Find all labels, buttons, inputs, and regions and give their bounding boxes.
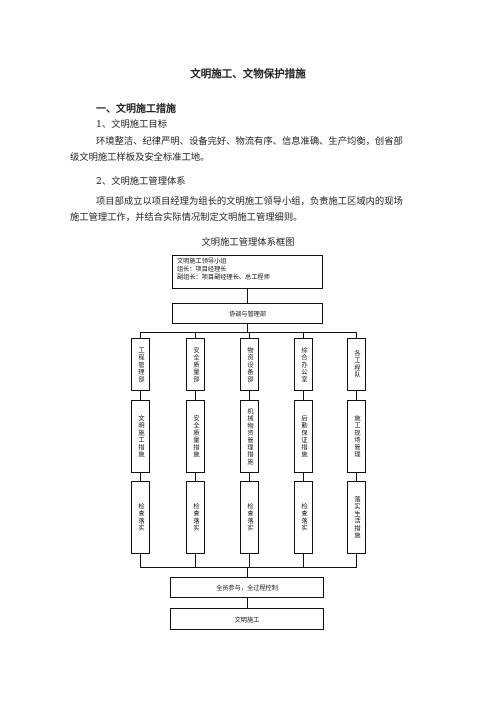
paragraph-2-line-2: 施工管理工作，并结合实际情况制定文明施工管理细则。 <box>70 212 303 223</box>
check-box: 检查落实 <box>186 481 205 554</box>
check-label: 检查落实 <box>137 503 144 532</box>
dept-label: 各工程队 <box>353 350 360 379</box>
connector <box>140 332 141 338</box>
connector <box>249 473 250 481</box>
section-heading-1: 一、文明施工措施 <box>96 104 176 115</box>
connector <box>140 554 141 567</box>
connector <box>303 391 304 400</box>
connector <box>195 391 196 400</box>
leader-head: 组长：项目经理长 <box>177 266 227 273</box>
connector <box>195 554 196 567</box>
connector <box>303 473 304 481</box>
measure-label: 文明施工措施 <box>137 414 144 459</box>
result-label: 文明施工 <box>234 616 260 624</box>
connector <box>249 554 250 567</box>
connector <box>140 473 141 481</box>
check-label: 检查落实 <box>192 503 199 532</box>
check-label: 落实生活措施 <box>353 495 360 540</box>
connector <box>140 567 357 568</box>
paragraph-1-line-2: 级文明施工样板及安全标准工地。 <box>70 152 210 163</box>
coordination-box: 协调与管理部 <box>172 303 323 324</box>
connector <box>356 391 357 400</box>
dept-box: 各工程队 <box>347 338 366 391</box>
dept-box: 安全质量部 <box>186 338 205 391</box>
check-box: 检查落实 <box>240 481 259 554</box>
dept-box: 工程管理部 <box>131 338 150 391</box>
measure-label: 机械物资管理措施 <box>246 407 253 466</box>
dept-label: 工程管理部 <box>137 346 144 383</box>
result-box: 文明施工 <box>170 608 324 630</box>
item-heading-1: 1、文明施工目标 <box>96 119 167 130</box>
connector <box>247 324 248 332</box>
connector <box>303 332 304 338</box>
check-box: 落实生活措施 <box>347 481 366 554</box>
leader-deputy: 副组长：项目副经理长、总工程师 <box>177 274 270 281</box>
check-box: 检查落实 <box>294 481 313 554</box>
measure-box: 文明施工措施 <box>131 400 150 473</box>
item-heading-2: 2、文明施工管理体系 <box>96 176 186 187</box>
leader-box: 文明施工领导小组 组长：项目经理长 副组长：项目副经理长、总工程师 <box>172 255 323 289</box>
paragraph-1-line-1: 环境整洁、纪律严明、设备完好、物流有序、信息准确、生产均衡，创省部 <box>96 136 403 147</box>
measure-box: 施工现场管理 <box>347 400 366 473</box>
coordination-label: 协调与管理部 <box>228 311 267 318</box>
connector <box>247 567 248 577</box>
connector <box>195 473 196 481</box>
document-title: 文明施工、文物保护措施 <box>190 68 306 80</box>
measure-box: 机械物资管理措施 <box>240 400 259 473</box>
check-label: 检查落实 <box>246 503 253 532</box>
all-staff-box: 全员参与，全过程控制 <box>170 577 324 598</box>
paragraph-2-line-1: 项目部成立以项目经理为组长的文明施工领导小组，负责施工区域内的现场 <box>96 196 403 207</box>
all-staff-label: 全员参与，全过程控制 <box>216 585 278 592</box>
connector <box>303 554 304 567</box>
connector <box>356 554 357 567</box>
measure-box: 后勤保证措施 <box>294 400 313 473</box>
connector <box>195 332 196 338</box>
check-box: 检查落实 <box>131 481 150 554</box>
dept-label: 安全质量部 <box>192 346 199 383</box>
dept-box: 物资设备部 <box>240 338 259 391</box>
leader-title: 文明施工领导小组 <box>177 258 227 265</box>
connector <box>249 332 250 338</box>
connector <box>356 473 357 481</box>
connector <box>140 332 357 333</box>
measure-label: 施工现场管理 <box>353 414 360 459</box>
connector <box>247 289 248 303</box>
connector <box>356 332 357 338</box>
connector <box>140 391 141 400</box>
dept-label: 物资设备部 <box>246 346 253 383</box>
dept-box: 综合办公室 <box>294 338 313 391</box>
figure-caption: 文明施工管理体系框图 <box>201 237 295 248</box>
connector <box>249 391 250 400</box>
measure-label: 安全质量措施 <box>192 414 199 459</box>
connector <box>247 598 248 608</box>
measure-box: 安全质量措施 <box>186 400 205 473</box>
dept-label: 综合办公室 <box>300 346 307 383</box>
measure-label: 后勤保证措施 <box>300 414 307 459</box>
check-label: 检查落实 <box>300 503 307 532</box>
